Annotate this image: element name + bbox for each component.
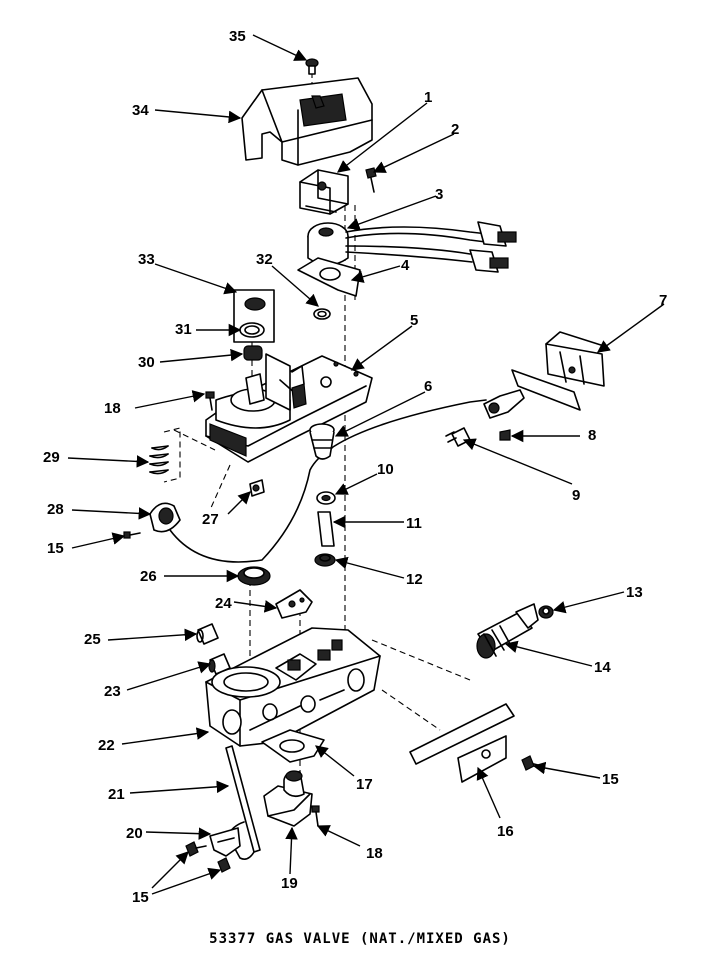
callout-22: 22 <box>98 737 115 754</box>
part-24-clip <box>275 589 313 619</box>
callout-35: 35 <box>229 28 246 45</box>
callout-9: 9 <box>572 487 580 504</box>
callout-1: 1 <box>424 89 432 106</box>
callout-2: 2 <box>451 121 459 138</box>
callout-7: 7 <box>659 292 667 309</box>
callout-15-c: 15 <box>132 889 149 906</box>
part-20-bracket <box>209 827 241 857</box>
part-11-pin <box>317 511 335 547</box>
callout-27: 27 <box>202 511 219 528</box>
part-33-kit-box <box>233 289 275 343</box>
callout-numbers: 35 34 1 2 3 4 33 32 31 30 5 7 18 6 8 29 … <box>43 28 667 906</box>
part-25-plug <box>196 623 219 645</box>
part-22-valve-body <box>205 627 381 747</box>
callout-26: 26 <box>140 568 157 585</box>
part-2-screw <box>365 167 377 193</box>
callout-13: 13 <box>626 584 643 601</box>
callout-4: 4 <box>401 257 410 274</box>
callout-32: 32 <box>256 251 273 268</box>
part-5-control-head <box>205 353 373 463</box>
callout-30: 30 <box>138 354 155 371</box>
callout-18: 18 <box>104 400 121 417</box>
part-14-adaptor <box>476 603 539 659</box>
callout-21: 21 <box>108 786 125 803</box>
callout-8: 8 <box>588 427 596 444</box>
part-9-fitting <box>445 427 471 447</box>
callout-34: 34 <box>132 102 149 119</box>
callout-19: 19 <box>281 875 298 892</box>
part-12-seal <box>314 553 336 567</box>
callout-6: 6 <box>424 378 432 395</box>
callout-10: 10 <box>377 461 394 478</box>
callout-11: 11 <box>406 515 422 532</box>
part-26-retainer <box>237 566 271 586</box>
callout-33: 33 <box>138 251 155 268</box>
part-16-bracket <box>409 703 515 783</box>
part-18-screw <box>205 391 215 411</box>
callout-16: 16 <box>497 823 514 840</box>
callout-17: 17 <box>356 776 373 793</box>
callout-31: 31 <box>175 321 192 338</box>
callout-23: 23 <box>104 683 121 700</box>
part-30-fitting <box>243 345 263 361</box>
callout-5: 5 <box>410 312 418 329</box>
part-28-bulb <box>149 399 487 563</box>
callout-18-b: 18 <box>366 845 383 862</box>
callout-3: 3 <box>435 186 443 203</box>
part-32-o-ring <box>313 308 331 320</box>
callout-24: 24 <box>215 595 232 612</box>
callout-29: 29 <box>43 449 60 466</box>
part-6-diaphragm <box>309 423 335 460</box>
callout-25: 25 <box>84 631 101 648</box>
callout-12: 12 <box>406 571 423 588</box>
callout-15-a: 15 <box>47 540 64 557</box>
part-27-fitting <box>249 479 265 497</box>
diagram-caption: 53377 GAS VALVE (NAT./MIXED GAS) <box>209 931 511 947</box>
part-15-screw-right <box>521 755 543 771</box>
part-10-washer <box>316 491 336 505</box>
part-34-cover <box>241 77 373 166</box>
part-7-bracket <box>511 331 605 411</box>
part-thermostat-fitting <box>483 389 525 419</box>
callout-28: 28 <box>47 501 64 518</box>
part-35-screw <box>305 58 319 75</box>
part-29-spring <box>149 427 181 483</box>
part-1-bracket <box>299 169 349 215</box>
part-8-screw <box>499 429 511 441</box>
part-4-gasket <box>297 257 361 297</box>
part-18-screw-lower <box>311 805 320 827</box>
part-19-pilot-valve <box>263 770 313 827</box>
callout-15-b: 15 <box>602 771 619 788</box>
part-15-screw-left <box>123 531 141 539</box>
part-13-nut <box>538 605 554 619</box>
callout-20: 20 <box>126 825 143 842</box>
leader-lines <box>67 34 665 895</box>
callout-14: 14 <box>594 659 611 676</box>
